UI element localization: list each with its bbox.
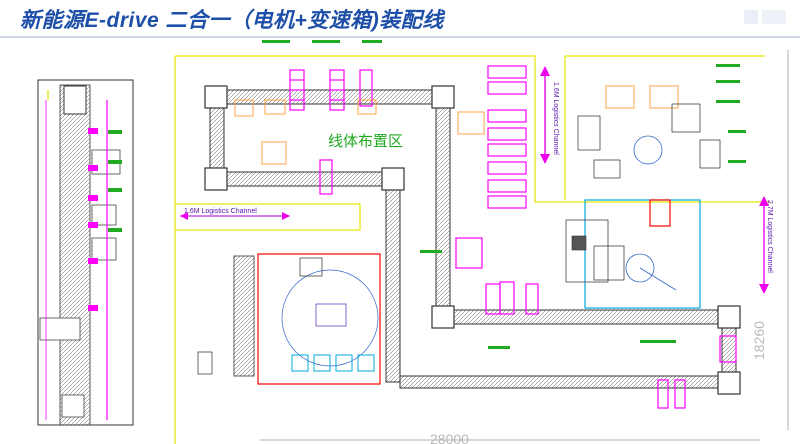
pallet-stacks xyxy=(289,65,737,409)
logistics-channel-top: 1.6M Logistics Channel xyxy=(540,66,559,164)
brand-logo xyxy=(744,10,786,24)
top-conveyor-loop xyxy=(209,89,737,391)
central-work-cell xyxy=(197,253,381,385)
dimension-width: 28000 xyxy=(430,431,469,444)
dimensions: 18260 28000 xyxy=(260,50,789,444)
zone-label: 线体布置区 xyxy=(328,132,403,150)
title-divider xyxy=(0,36,800,38)
assembly-line-plan: 1.6M Logistics Channel 1.6M Logistics Ch… xyxy=(37,40,789,444)
station-equipment xyxy=(234,85,679,165)
title-bar: 新能源E-drive 二合一（电机+变速箱)装配线 xyxy=(0,0,800,36)
loop-corners xyxy=(204,85,741,395)
station-annotations xyxy=(262,40,746,349)
dimension-height: 18260 xyxy=(751,321,767,360)
plant-boundary xyxy=(47,55,770,444)
channel-left-label: 1.6M Logistics Channel xyxy=(184,208,257,215)
logistics-channel-left: 1.6M Logistics Channel xyxy=(180,208,290,220)
page-title: 新能源E-drive 二合一（电机+变速箱)装配线 xyxy=(20,9,444,32)
robot-cell xyxy=(565,103,721,309)
channel-top-label: 1.6M Logistics Channel xyxy=(552,82,559,155)
left-conveyor-line xyxy=(37,79,134,426)
channel-right-label: 2.7M Logistics Channel xyxy=(766,200,773,273)
logistics-channel-right: 2.7M Logistics Channel xyxy=(759,196,773,294)
